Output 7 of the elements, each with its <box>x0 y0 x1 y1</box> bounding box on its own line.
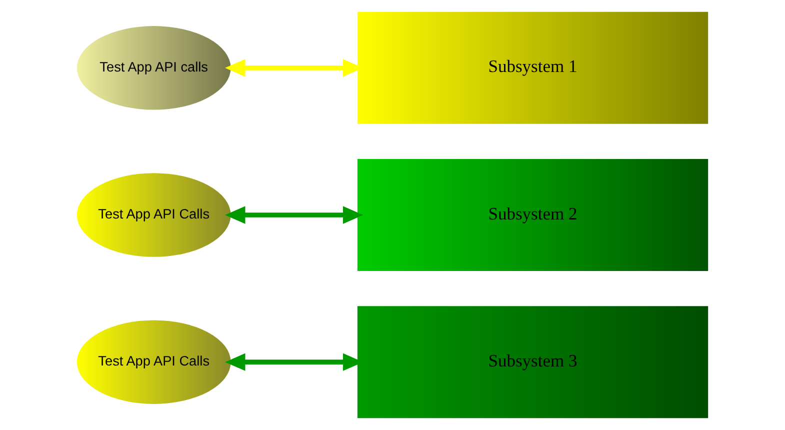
arrow <box>225 206 364 224</box>
node-box: Subsystem 1 <box>357 12 708 124</box>
node-ellipse: Test App API Calls <box>76 320 231 404</box>
node-box: Subsystem 3 <box>357 306 708 418</box>
node-box: Subsystem 2 <box>357 159 708 271</box>
node-ellipse: Test App API calls <box>76 26 231 110</box>
node-ellipse: Test App API Calls <box>76 173 231 257</box>
